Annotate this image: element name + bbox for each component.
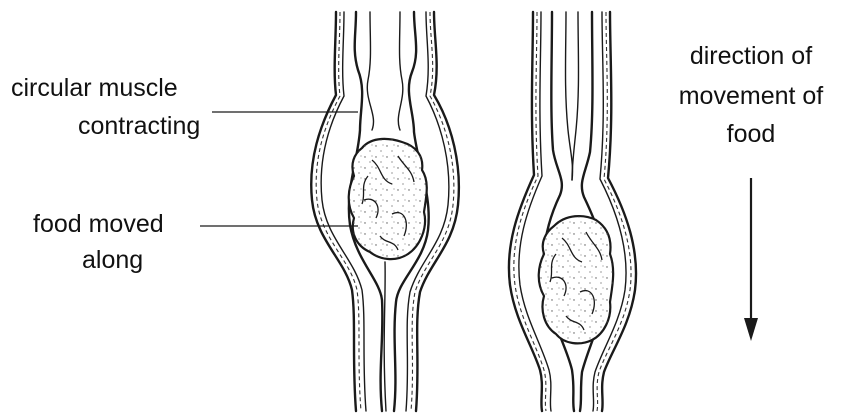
along-label: along: [82, 244, 143, 276]
right-tube-outer-wall-right: [602, 12, 636, 411]
circular-muscle-label: circular muscle: [11, 72, 178, 104]
left-gut-section: [311, 12, 459, 411]
contracting-label: contracting: [78, 110, 200, 142]
direction-arrow: [744, 178, 758, 341]
direction-label-line1: direction of: [676, 40, 826, 72]
right-gut-section: [509, 12, 636, 411]
right-tube-inner-wall-left: [543, 12, 574, 411]
food-moved-label: food moved: [33, 208, 164, 240]
direction-label-line2: movement of: [676, 80, 826, 112]
direction-label-line3: food: [676, 118, 826, 150]
